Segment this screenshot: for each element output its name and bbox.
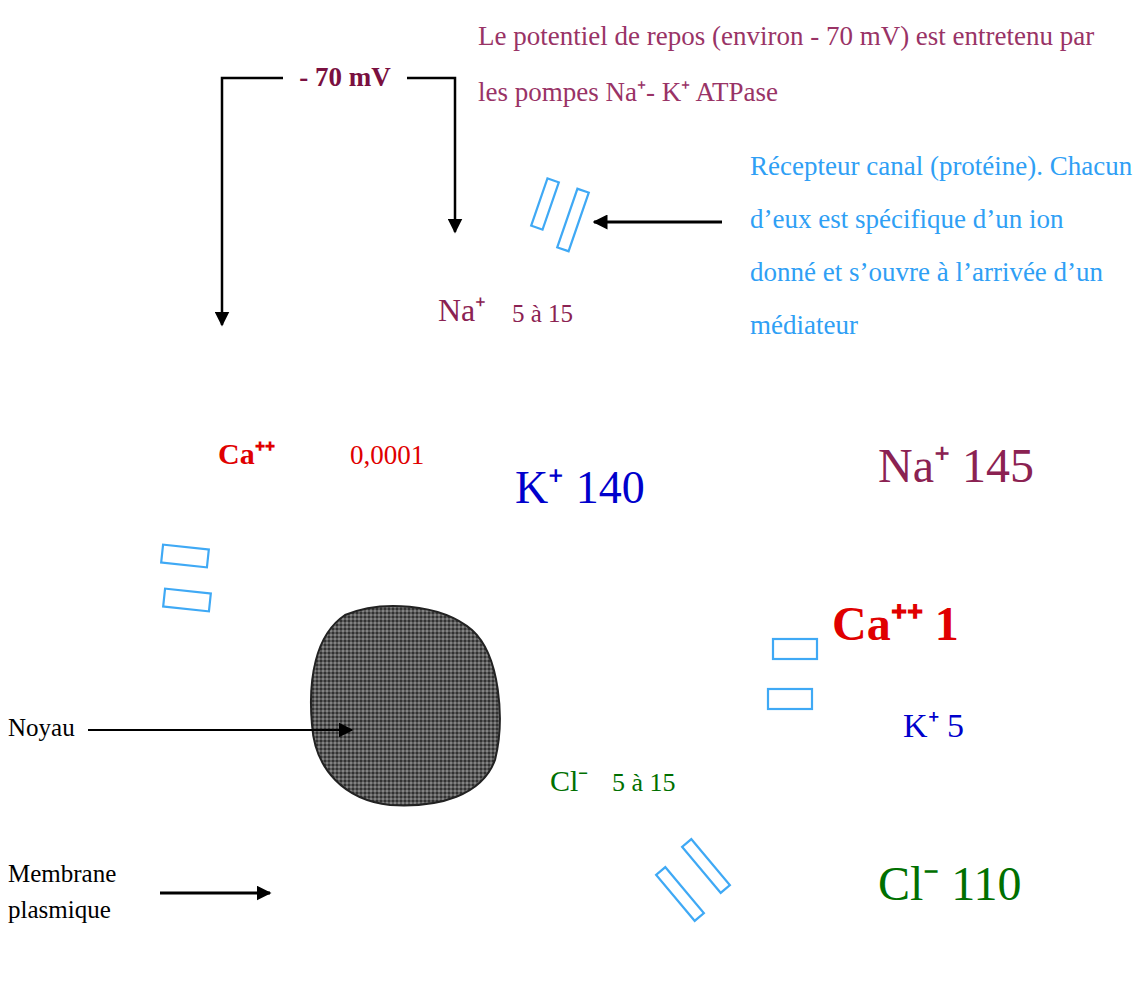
- text-holder: Noyau: [8, 714, 75, 743]
- text-holder: Ca⁺⁺ 1: [832, 596, 959, 651]
- cell-body: Na⁺ 5 à 15 Ca⁺⁺ 0,0001 K⁺ 140Cl⁻ 5 à 15: [170, 180, 815, 988]
- voltage-reading: - 70 mV: [299, 62, 390, 93]
- resting-potential-note: Le potentiel de repos (environ - 70 mV) …: [478, 8, 1108, 120]
- channel-subunit: [557, 189, 589, 252]
- channel-subunit: [768, 689, 812, 709]
- extracellular-concentration: Cl⁻ 110: [878, 856, 1022, 911]
- measurement-lead: [407, 78, 455, 232]
- text-holder: 5 à 15: [512, 300, 573, 329]
- text-holder: Na⁺ 145: [878, 438, 1034, 493]
- nucleus: [311, 606, 500, 805]
- extracellular-concentration: K⁺ 5: [903, 706, 964, 745]
- text-holder: K⁺ 140: [515, 462, 645, 515]
- ion-symbol: Cl⁻: [550, 764, 588, 799]
- nucleus-pointer: [88, 729, 352, 731]
- channel-receptor-note: Récepteur canal (protéine). Chacun d’eux…: [750, 140, 1135, 352]
- membrane-pointer: [160, 892, 270, 895]
- text-holder: Na⁺: [438, 292, 486, 329]
- extracellular-concentration: Ca⁺⁺ 1: [832, 596, 959, 651]
- nucleus-label: Noyau: [8, 714, 75, 743]
- channel-subunit: [163, 589, 211, 612]
- text-holder: Membrane plasmique: [8, 856, 158, 928]
- measurement-lead: [222, 78, 283, 325]
- channel-subunit: [161, 545, 209, 568]
- ion-symbol: Na⁺: [438, 292, 486, 329]
- ion-symbol: Ca⁺⁺: [218, 437, 275, 472]
- text-holder: Récepteur canal (protéine). Chacun d’eux…: [750, 140, 1135, 352]
- voltmeter-circle: - 70 mV: [283, 33, 407, 123]
- ion-concentration: K⁺ 140: [515, 462, 645, 515]
- ion-concentration: 5 à 15: [612, 768, 676, 798]
- text-holder: Le potentiel de repos (environ - 70 mV) …: [478, 8, 1108, 120]
- ion-concentration: 0,0001: [350, 440, 424, 471]
- cell-membrane: [178, 190, 807, 983]
- voltmeter-outline: [285, 35, 406, 122]
- cell-body-outline: [170, 180, 815, 988]
- channel-subunit: [531, 178, 559, 229]
- text-holder: 0,0001: [350, 440, 424, 471]
- text-holder: 5 à 15: [612, 768, 676, 798]
- text-holder: Ca⁺⁺: [218, 437, 275, 472]
- text-holder: Cl⁻: [550, 764, 588, 799]
- membrane-label: Membrane plasmique: [8, 856, 158, 928]
- ion-concentration: 5 à 15: [512, 300, 573, 329]
- channel-subunit: [682, 839, 730, 893]
- text-holder: K⁺ 5: [903, 706, 964, 745]
- channel-subunit: [656, 867, 704, 921]
- channel-subunit: [773, 639, 817, 659]
- receptor-pointer: [594, 221, 722, 224]
- text-holder: - 70 mV: [299, 62, 390, 93]
- text-holder: Cl⁻ 110: [878, 856, 1022, 911]
- ion-channels: [161, 178, 817, 920]
- extracellular-concentration: Na⁺ 145: [878, 438, 1034, 493]
